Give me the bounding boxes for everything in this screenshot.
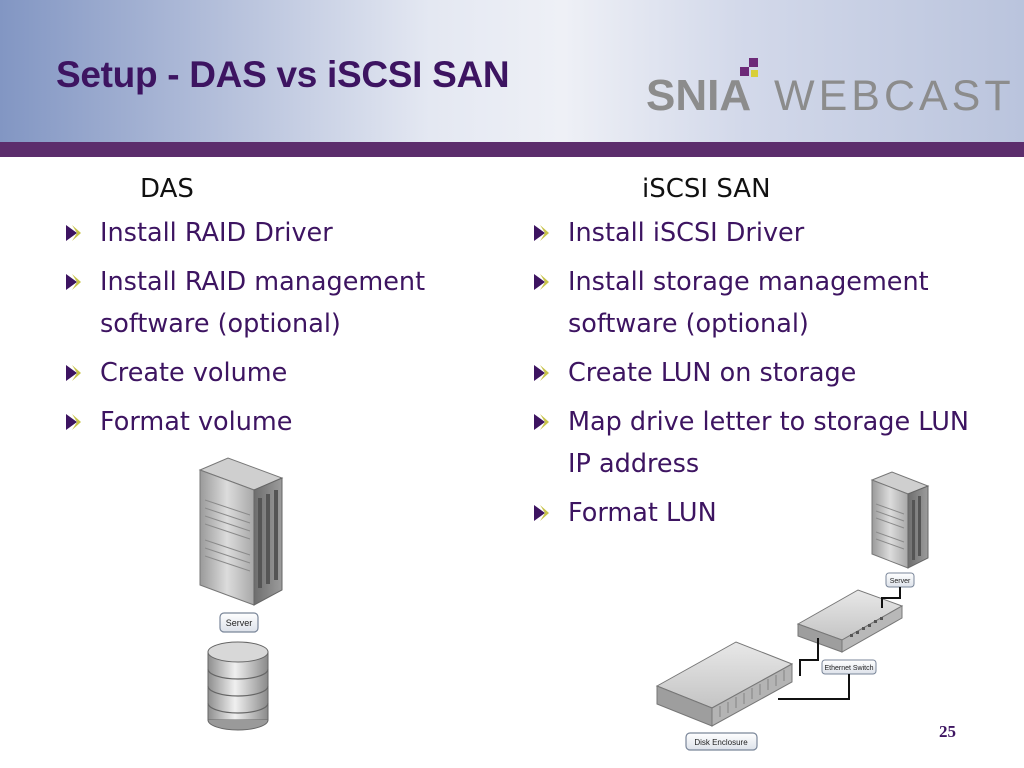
diamond-bullet-icon [66,225,81,241]
page-number: 25 [939,722,956,741]
diamond-bullet-icon [66,365,81,381]
logo-square-purple-2 [740,67,749,76]
slide-title: Setup - DAS vs iSCSI SAN [56,54,510,95]
disk-enclosure-label: Disk Enclosure [685,732,758,751]
ethernet-switch-icon [796,589,904,653]
diamond-bullet-icon [534,505,549,521]
logo-square-yellow [751,70,758,77]
iscsi-bullet-item: Install iSCSI Driver [528,212,988,254]
iscsi-server-icon [870,471,930,569]
diamond-bullet-icon [66,414,81,430]
das-bullet-item: Install RAID management software (option… [60,261,470,345]
das-server-icon [198,457,284,606]
das-bullet-item: Format volume [60,401,470,443]
iscsi-server-label: Server [885,572,915,588]
svg-text:Server: Server [226,618,253,628]
iscsi-bullet-item: Install storage management software (opt… [528,261,988,345]
iscsi-bullet-item: Map drive letter to storage LUN IP addre… [528,401,988,485]
diamond-bullet-icon [534,414,549,430]
das-bullet-item: Install RAID Driver [60,212,470,254]
diamond-bullet-icon [534,225,549,241]
diamond-bullet-icon [534,365,549,381]
iscsi-heading: iSCSI SAN [642,174,771,204]
iscsi-bullet-item: Create LUN on storage [528,352,988,394]
disk-enclosure-icon [655,641,794,727]
iscsi-bullet-list: Install iSCSI Driver Install storage man… [528,212,988,541]
das-bullet-item: Create volume [60,352,470,394]
das-server-label: Server [219,612,259,633]
iscsi-bullet-item: Format LUN [528,492,988,534]
ethernet-switch-label: Ethernet Switch [821,659,877,675]
network-cables [778,587,901,700]
svg-text:Disk Enclosure: Disk Enclosure [694,738,748,747]
svg-text:Server: Server [890,578,911,585]
das-bullet-list: Install RAID Driver Install RAID managem… [60,212,470,450]
das-disk-stack-icon [207,641,269,731]
das-heading: DAS [140,174,194,204]
logo-text-snia: SNIA [646,71,751,120]
header-banner [0,0,1024,142]
diamond-bullet-icon [534,274,549,290]
logo-square-purple-1 [749,58,758,67]
logo-text-webcast: WEBCAST [774,72,1015,120]
svg-text:Ethernet Switch: Ethernet Switch [824,665,873,672]
diamond-bullet-icon [66,274,81,290]
header-divider [0,142,1024,157]
snia-webcast-logo: SNIA WEBCAST [646,58,1015,120]
